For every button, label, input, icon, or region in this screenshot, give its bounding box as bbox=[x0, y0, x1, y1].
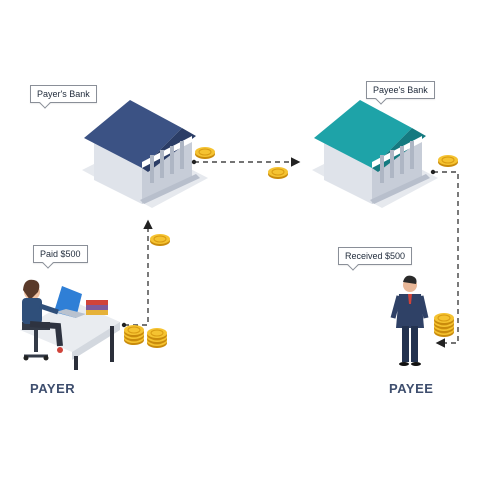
payer-bank-building bbox=[82, 100, 208, 208]
payer-bank-label: Payer's Bank bbox=[30, 85, 97, 103]
payer-person-at-desk bbox=[20, 279, 120, 370]
payer-caption: PAYER bbox=[30, 381, 76, 396]
payee-bank-building bbox=[312, 100, 438, 208]
payee-caption: PAYEE bbox=[389, 381, 434, 396]
arrow-payee-bank-to-payee bbox=[433, 171, 459, 348]
coin-icon bbox=[267, 166, 289, 180]
flow-arrows bbox=[124, 157, 459, 348]
coin-icon bbox=[149, 233, 171, 247]
payee-person-standing bbox=[390, 275, 429, 366]
coin-stack-icon bbox=[433, 312, 455, 338]
payee-bank-label: Payee's Bank bbox=[366, 81, 435, 99]
coin-icon bbox=[437, 154, 459, 168]
coin-stack-icon bbox=[124, 325, 167, 348]
arrow-payer-to-payer-bank bbox=[124, 219, 153, 326]
coin-icon bbox=[194, 146, 216, 160]
received-amount-label: Received $500 bbox=[338, 247, 413, 265]
paid-amount-label: Paid $500 bbox=[33, 245, 88, 263]
